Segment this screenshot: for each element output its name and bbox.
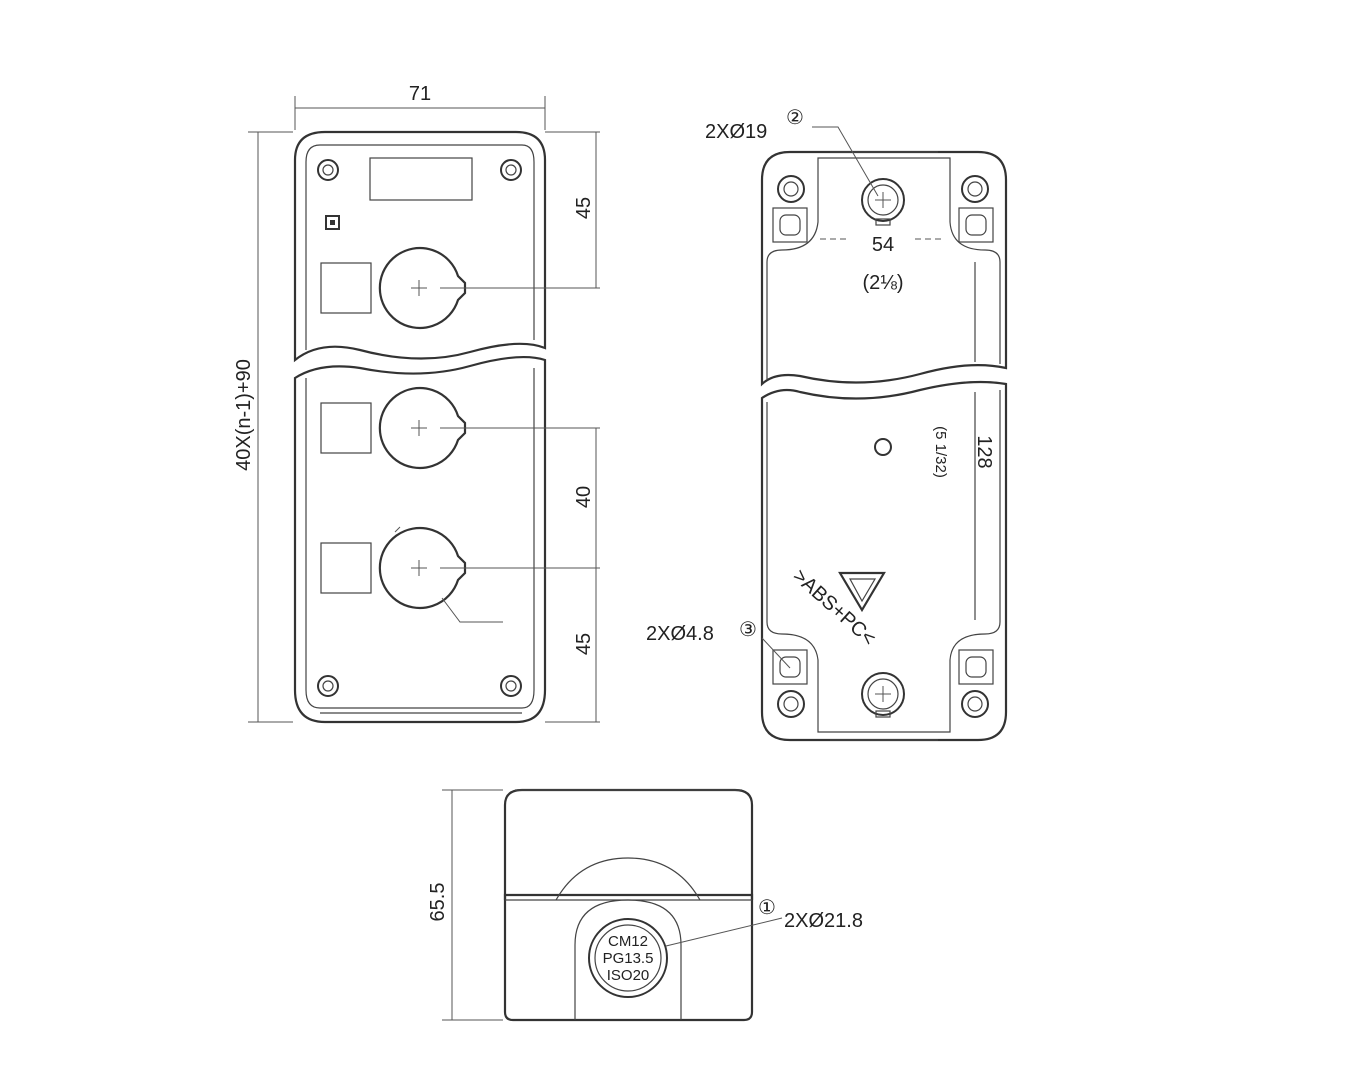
front-view: 71 40X(n-1)+90 45 40 45 xyxy=(233,83,600,724)
pitch-label: 40 xyxy=(573,486,595,508)
front-inner-bottom xyxy=(305,368,535,709)
cable-gland-icon: CM12 PG13.5 ISO20 xyxy=(588,918,668,998)
gland-line2: PG13.5 xyxy=(603,950,654,967)
top-spacing-label: 45 xyxy=(573,197,595,219)
side-view: CM12 PG13.5 ISO20 65.5 ① 2XØ21.8 xyxy=(427,788,863,1022)
spacing-in-label: (2⅛) xyxy=(862,272,903,294)
hole-19-label: 2XØ19 xyxy=(705,121,767,143)
callout-entry: ① 2XØ21.8 xyxy=(665,897,863,947)
side-base xyxy=(503,893,754,1022)
length-in-label: (5 1/32) xyxy=(932,426,949,478)
button-cutouts xyxy=(320,246,503,623)
hole-48-label: 2XØ4.8 xyxy=(646,623,714,645)
back-body-top xyxy=(760,150,1008,387)
front-inner-top xyxy=(305,144,535,350)
front-body-top xyxy=(293,130,547,363)
spacing-mm-label: 54 xyxy=(872,234,894,256)
back-recess-bottom xyxy=(766,390,1001,733)
back-view: 54 (2⅛) 128 (5 1/32) >ABS+PC< 2XØ19 ② 2X… xyxy=(646,107,1008,742)
gland-line3: ISO20 xyxy=(607,967,650,984)
length-mm-label: 128 xyxy=(973,435,995,468)
hole-48-marker: ③ xyxy=(739,619,757,641)
height-label: 40X(n-1)+90 xyxy=(233,359,255,471)
recycle-triangle-icon xyxy=(838,571,886,613)
dim-right-chain: 45 40 45 xyxy=(440,131,600,723)
bottom-spacing-label: 45 xyxy=(573,633,595,655)
square-clip-icon xyxy=(772,207,994,685)
label-holder xyxy=(369,157,473,201)
gland-line1: CM12 xyxy=(608,933,648,950)
dim-width: 71 xyxy=(294,83,546,130)
width-label: 71 xyxy=(409,83,431,105)
dim-54: 54 (2⅛) xyxy=(820,234,942,294)
dim-side-height: 65.5 xyxy=(427,789,503,1021)
callout-hole-48: 2XØ4.8 ③ xyxy=(646,619,791,669)
front-body-bottom xyxy=(293,356,547,724)
side-lid xyxy=(503,788,754,900)
callout-hole-19: 2XØ19 ② xyxy=(705,107,879,197)
entry-marker: ① xyxy=(758,897,776,919)
back-recess-top xyxy=(766,157,1001,380)
dim-128: 128 (5 1/32) xyxy=(932,426,995,478)
corner-screw-icon xyxy=(317,159,522,697)
entry-label: 2XØ21.8 xyxy=(784,910,863,932)
side-entry-recess xyxy=(574,899,682,1020)
side-arch xyxy=(555,857,701,901)
dim-height: 40X(n-1)+90 xyxy=(233,131,293,723)
mounting-hole-icon xyxy=(777,175,989,718)
back-body-bottom xyxy=(760,380,1008,742)
side-height-label: 65.5 xyxy=(427,883,449,922)
hole-19-marker: ② xyxy=(786,107,804,129)
